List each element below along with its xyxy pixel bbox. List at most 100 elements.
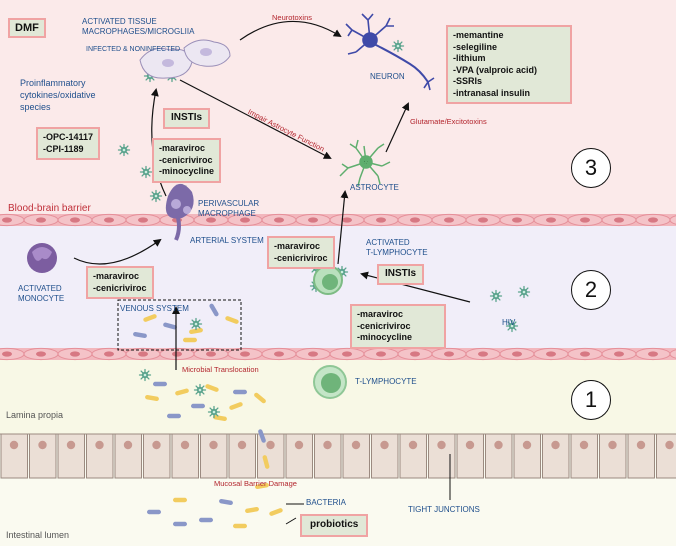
- endothelial-nucleus: [274, 351, 284, 357]
- bacterium: [143, 314, 157, 322]
- activated-t-lymphocyte-icon: [313, 265, 343, 295]
- lamina-propia-label: Lamina propia: [6, 410, 64, 420]
- endothelial-nucleus: [512, 351, 522, 357]
- bacterium: [175, 388, 189, 396]
- intestinal-epithelium: [0, 433, 676, 479]
- endothelial-nucleus: [478, 217, 488, 223]
- endothelial-nucleus: [104, 217, 114, 223]
- perivascular-macrophage-icon: [165, 183, 194, 241]
- stage-1-circle: 1: [571, 380, 611, 420]
- bacteria-cluster: [133, 303, 283, 529]
- bacterium: [269, 508, 283, 516]
- bacterium: [229, 402, 243, 410]
- maraviroc-right-box: -maraviroc-cenicriviroc-minocycline: [350, 304, 446, 349]
- insti-top-box: INSTIs: [163, 108, 211, 129]
- endothelial-nucleus: [444, 351, 454, 357]
- epithelial-cell: [428, 433, 456, 479]
- endothelial-nucleus: [36, 217, 46, 223]
- neurotoxins-label: Neurotoxins: [272, 13, 313, 22]
- epithelial-cell: [371, 433, 399, 479]
- epithelial-cell: [342, 433, 370, 479]
- bacterium: [219, 498, 233, 506]
- endothelial-nucleus: [580, 351, 590, 357]
- epithelial-cell: [456, 433, 484, 479]
- bacterium: [153, 381, 167, 387]
- perivascular-label-1: PERIVASCULAR: [198, 199, 260, 208]
- hiv-virion: [517, 285, 531, 299]
- endothelial-nucleus: [36, 351, 46, 357]
- bacteria-label: BACTERIA: [306, 498, 347, 507]
- hiv-virion: [207, 405, 221, 419]
- bacterium: [213, 414, 227, 422]
- bacterium: [209, 303, 219, 317]
- endothelial-nucleus: [478, 351, 488, 357]
- bacterium: [205, 384, 219, 392]
- bacterium: [245, 506, 259, 514]
- epithelial-nucleus: [380, 440, 389, 450]
- endothelial-nucleus: [648, 351, 658, 357]
- epithelial-nucleus: [636, 440, 646, 450]
- proinflammatory-label-2: cytokines/oxidative: [20, 90, 96, 100]
- bacterium: [255, 482, 269, 490]
- endothelial-nucleus: [410, 217, 420, 223]
- tight-junctions-label: TIGHT JUNCTIONS: [408, 505, 480, 514]
- epithelial-nucleus: [465, 440, 475, 450]
- stage-3-circle: 3: [571, 148, 611, 188]
- endothelial-nucleus: [614, 351, 624, 357]
- activated-monocyte-icon: [27, 243, 57, 273]
- gut-vessel-wall: [0, 347, 676, 361]
- probiotics-box: probiotics: [300, 514, 369, 537]
- epithelial-cell: [656, 433, 676, 479]
- epithelial-cell: [86, 433, 114, 479]
- epithelial-nucleus: [209, 440, 218, 450]
- proinflammatory-label-1: Proinflammatory: [20, 78, 86, 88]
- blood-brain-barrier-label: Blood-brain barrier: [8, 203, 91, 214]
- epithelial-cell: [285, 433, 313, 479]
- hiv-virion: [489, 289, 503, 303]
- epithelial-cell: [513, 433, 541, 479]
- epithelial-nucleus: [9, 440, 19, 450]
- epithelial-cell: [627, 433, 655, 479]
- epithelial-nucleus: [522, 440, 532, 450]
- bacterium: [191, 403, 205, 409]
- endothelial-nucleus: [376, 217, 386, 223]
- epithelial-cell: [228, 433, 256, 479]
- hiv-virion: [149, 189, 163, 203]
- bacterium: [258, 429, 266, 443]
- endothelial-nucleus: [512, 217, 522, 223]
- perivascular-label-2: MACROPHAGE: [198, 209, 256, 218]
- activated-monocyte-label-1: ACTIVATED: [18, 284, 62, 293]
- neuron-label: NEURON: [370, 72, 405, 81]
- hiv-virion: [391, 39, 405, 53]
- epithelial-nucleus: [123, 440, 133, 450]
- arterial-system-label: ARTERIAL SYSTEM: [190, 236, 264, 245]
- endothelial-nucleus: [614, 217, 624, 223]
- endothelial-nucleus: [70, 351, 80, 357]
- activated-t-label-1: ACTIVATED: [366, 238, 410, 247]
- epithelial-cell: [0, 433, 28, 479]
- stage-2-circle: 2: [571, 270, 611, 310]
- epithelial-nucleus: [665, 440, 674, 450]
- t-lymphocyte-label: T-LYMPHOCYTE: [355, 377, 417, 386]
- venous-system-label: VENOUS SYSTEM: [120, 304, 189, 313]
- epithelial-nucleus: [408, 440, 418, 450]
- epithelial-nucleus: [351, 440, 361, 450]
- t-lymphocyte-icon: [313, 365, 347, 399]
- microbial-translocation-label: Microbial Translocation: [182, 365, 259, 374]
- epithelial-cell: [542, 433, 570, 479]
- activated-tissue-label: ACTIVATED TISSUE: [82, 17, 157, 26]
- endothelial-nucleus: [104, 351, 114, 357]
- bacterium: [133, 331, 147, 339]
- endothelial-nucleus: [70, 217, 80, 223]
- bacterium: [167, 413, 181, 419]
- proinflammatory-label-3: species: [20, 102, 51, 112]
- dmf-box: DMF: [8, 18, 46, 39]
- maraviroc-left-box: -maraviroc-cenicriviroc: [86, 266, 154, 300]
- bacterium: [199, 517, 213, 523]
- infected-label: INFECTED & NONINFECTED: [86, 46, 181, 53]
- epithelial-cell: [399, 433, 427, 479]
- epithelial-nucleus: [38, 440, 47, 450]
- endothelial-nucleus: [410, 351, 420, 357]
- bacterium: [145, 394, 159, 402]
- epithelial-cell: [485, 433, 513, 479]
